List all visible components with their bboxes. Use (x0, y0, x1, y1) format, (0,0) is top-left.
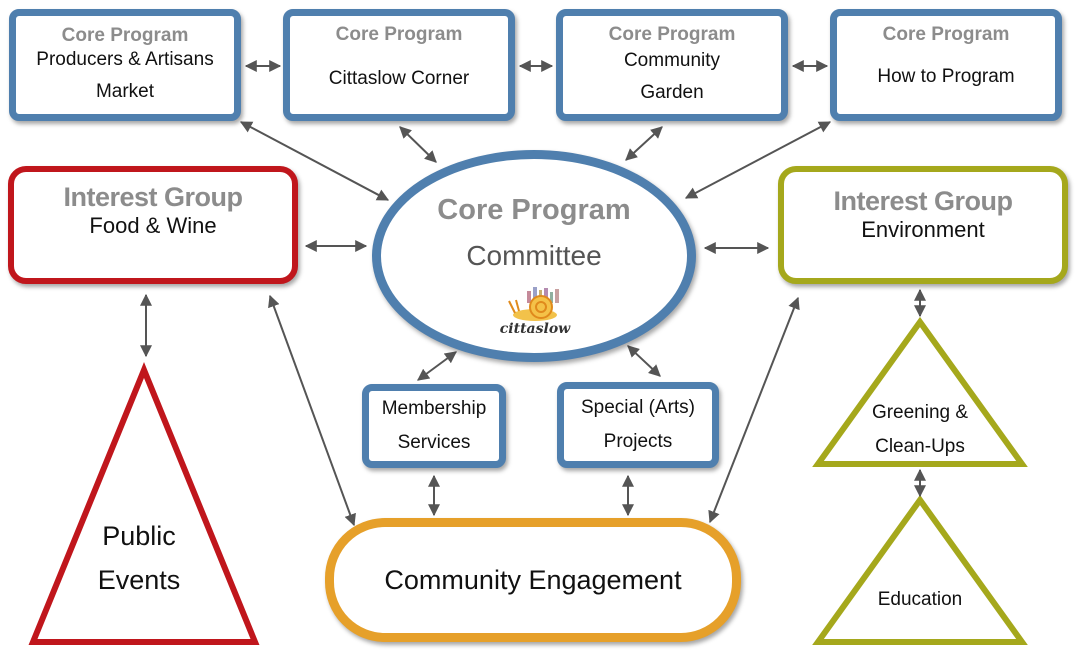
education-line1: Education (877, 589, 963, 610)
public-events-label: Public Events (64, 514, 214, 602)
arrow-howto-committee (684, 121, 832, 199)
membership-services-box: Membership Services (362, 384, 506, 468)
core-program-header: Core Program (882, 24, 1010, 45)
how-to-program-label: How to Program (877, 66, 1015, 87)
interest-group-food-wine-box: Interest Group Food & Wine (8, 166, 298, 284)
arrow-producers-committee (239, 121, 390, 201)
producers-line2: Market (95, 81, 155, 102)
public-events-line2: Events (97, 565, 181, 595)
community-engagement-pill: Community Engagement (325, 518, 741, 642)
public-events-triangle (28, 362, 260, 645)
special-arts-line1: Special (Arts) (580, 397, 696, 418)
core-program-producers-box: Core Program Producers & Artisans Market (9, 9, 241, 121)
arrow-environment-engagement (708, 296, 800, 524)
membership-line2: Services (397, 432, 471, 453)
membership-line1: Membership (381, 398, 487, 419)
environment-label: Environment (861, 217, 985, 242)
community-garden-line1: Community (623, 50, 721, 71)
arrow-committee-membership (417, 351, 457, 381)
cittaslow-corner-label: Cittaslow Corner (328, 68, 470, 89)
core-program-header: Core Program (335, 24, 463, 45)
community-garden-line2: Garden (640, 82, 704, 103)
greening-triangle (812, 316, 1028, 467)
arrow-cittaslow-committee (399, 126, 437, 163)
arrow-garden-committee (625, 126, 663, 161)
interest-group-environment-box: Interest Group Environment (778, 166, 1068, 284)
cittaslow-logo: cittaslow (497, 285, 573, 341)
community-engagement-label: Community Engagement (384, 564, 682, 595)
core-program-community-garden-box: Core Program Community Garden (556, 9, 788, 121)
committee-header: Core Program (437, 194, 631, 226)
core-program-cittaslow-corner-box: Core Program Cittaslow Corner (283, 9, 515, 121)
core-program-header: Core Program (608, 24, 736, 45)
interest-group-header: Interest Group (833, 186, 1013, 216)
cittaslow-logo-text: cittaslow (499, 321, 571, 337)
core-program-how-to-box: Core Program How to Program (830, 9, 1062, 121)
producers-line1: Producers & Artisans (36, 49, 214, 70)
public-events-line1: Public (102, 521, 176, 551)
special-arts-line2: Projects (603, 431, 673, 452)
core-program-committee-ellipse (372, 150, 696, 362)
education-triangle (812, 494, 1028, 645)
core-program-header: Core Program (61, 25, 189, 46)
greening-line2: Clean-Ups (875, 436, 965, 457)
special-arts-projects-box: Special (Arts) Projects (557, 382, 719, 468)
education-label: Education (845, 588, 995, 612)
greening-label: Greening & Clean-Ups (845, 396, 995, 464)
arrow-foodwine-engagement (268, 294, 356, 527)
food-wine-label: Food & Wine (89, 213, 217, 238)
snail-icon (508, 287, 559, 321)
committee-title: Committee (466, 240, 602, 271)
greening-line1: Greening & (871, 402, 969, 423)
arrow-committee-specialarts (627, 345, 661, 377)
interest-group-header: Interest Group (63, 182, 243, 212)
